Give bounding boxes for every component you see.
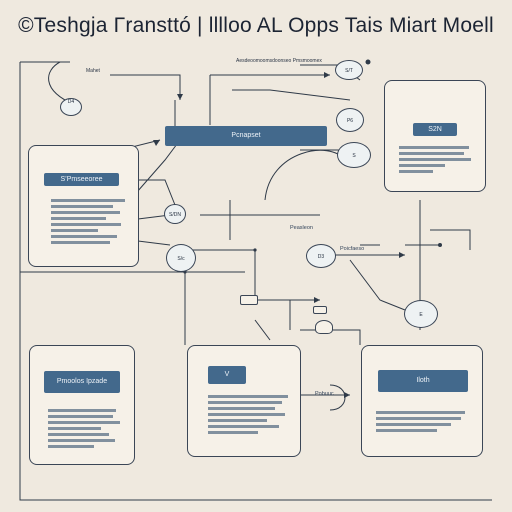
center-banner: Pcnapset xyxy=(165,126,327,146)
node-1-label: S/T xyxy=(345,68,353,74)
left-card-text xyxy=(51,196,129,247)
mid-node-label: Peasleon xyxy=(290,225,313,231)
node-3: S xyxy=(337,142,371,168)
top-left-tag: Mahet xyxy=(86,68,100,74)
bottom-left-card: Pmoolos Ipzade xyxy=(29,345,135,465)
top-mid-tag: Aesdeoomoomsdoonseo Pmsmoomex xyxy=(236,58,322,64)
node-0: D4 xyxy=(60,98,82,116)
node-3-label: S xyxy=(352,153,356,159)
small-box-2 xyxy=(313,306,327,314)
bottom-mid-text xyxy=(208,392,292,437)
bottom-left-pill: Pmoolos Ipzade xyxy=(44,371,120,393)
bottom-mid-tag: Pobuuc xyxy=(315,391,334,397)
node-2: P6 xyxy=(336,108,364,132)
node-7: E xyxy=(404,300,438,328)
node-4: S/DN xyxy=(164,204,186,224)
node-2-label: P6 xyxy=(346,118,354,124)
bottom-right-card: Iloth xyxy=(361,345,483,457)
diagram-title: ©Teshgja Γransttó | lllloo AL Opps Tais … xyxy=(18,14,494,37)
left-card-pill: S’Pmseeoree xyxy=(44,173,119,186)
bottom-left-text xyxy=(48,406,124,451)
node-6: D3 xyxy=(306,244,336,268)
bottom-right-pill: Iloth xyxy=(378,370,468,392)
right-top-card: S2N xyxy=(384,80,486,192)
bottom-right-text xyxy=(376,408,470,435)
left-card: S’Pmseeoree xyxy=(28,145,139,267)
node-0-label: D4 xyxy=(67,99,75,105)
node-5: S/c xyxy=(166,244,196,272)
node-1: S/T xyxy=(335,60,363,80)
mid-right-label: Poicfaeso xyxy=(340,246,365,252)
right-top-text xyxy=(399,143,475,176)
small-box-3 xyxy=(315,320,333,334)
right-top-pill: S2N xyxy=(413,123,457,136)
small-box-1 xyxy=(240,295,258,305)
node-7-label: E xyxy=(419,312,423,318)
node-5-label: S/c xyxy=(177,256,185,262)
node-6-label: D3 xyxy=(317,254,325,260)
bottom-mid-pill: V xyxy=(208,366,246,384)
node-4-label: S/DN xyxy=(169,212,181,218)
bottom-mid-card: V xyxy=(187,345,301,457)
